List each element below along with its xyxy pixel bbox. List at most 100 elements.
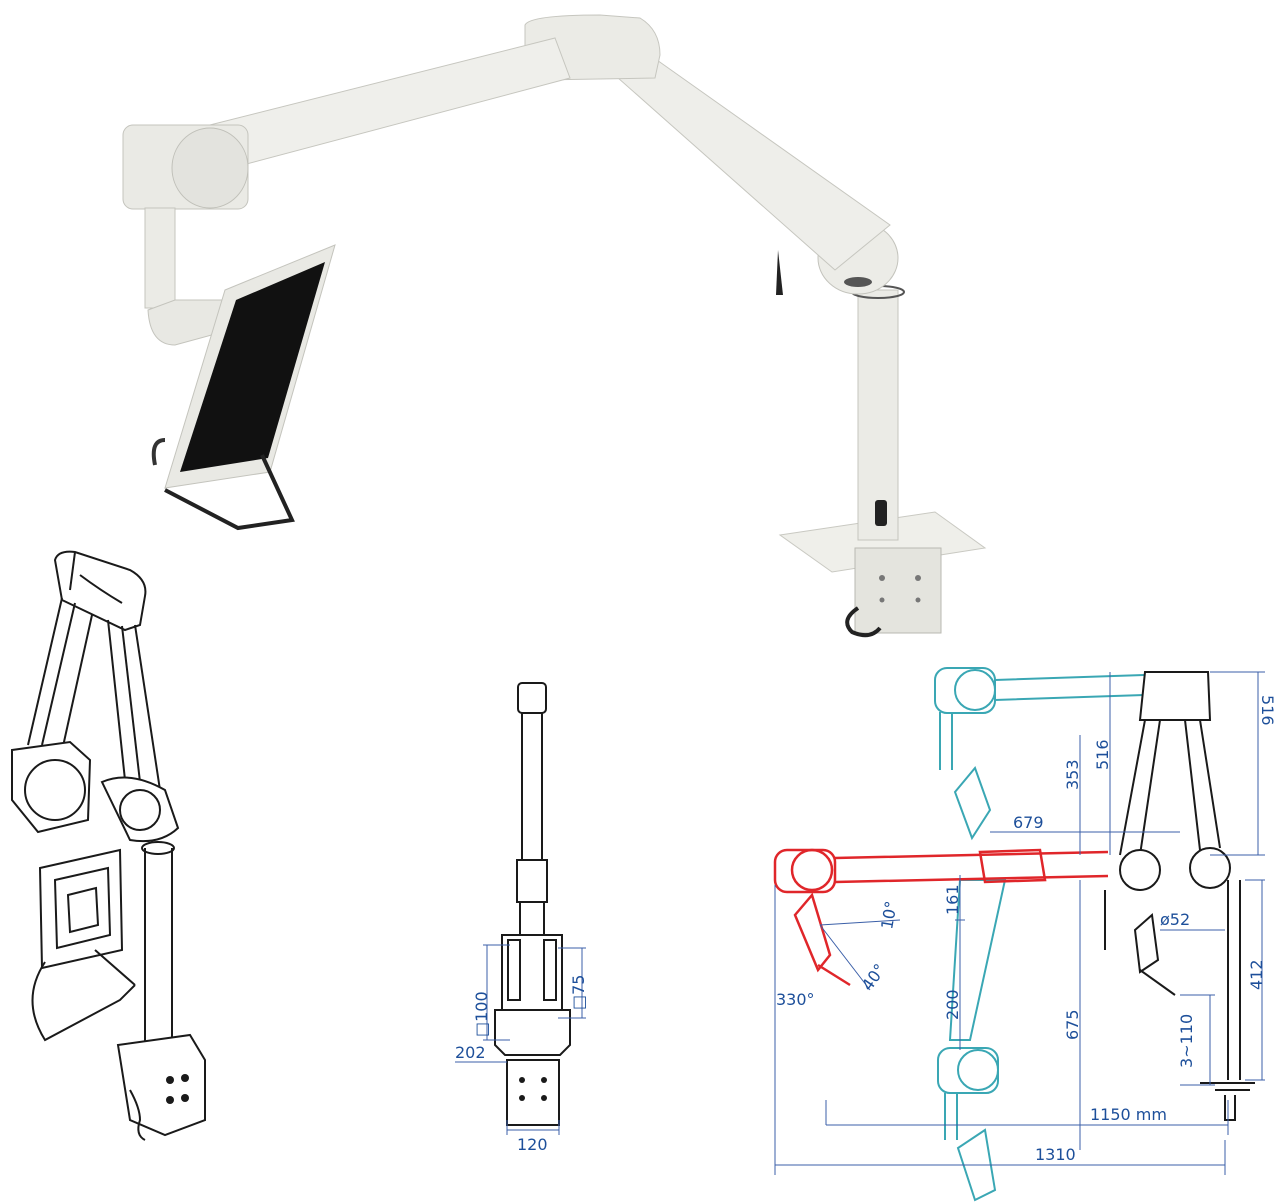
rear-arm [599, 47, 891, 271]
clamp-block [854, 547, 942, 634]
mid-handle [817, 963, 851, 987]
drop-post [144, 207, 176, 309]
clamp-bolt [915, 597, 921, 603]
side-dimension-lines [774, 671, 1265, 1175]
joint-knob [844, 277, 872, 287]
mid-head-disc [790, 848, 834, 892]
high-monitor [953, 766, 992, 841]
dim-3-110-line [1180, 994, 1215, 1086]
dim-412-line [1245, 879, 1265, 1081]
clamp [116, 1033, 206, 1137]
front-joint [516, 859, 548, 903]
front-clamp [506, 1059, 560, 1126]
monitor-handle [31, 949, 136, 1042]
dim-200: 200 [943, 989, 962, 1020]
middle-joint-disc [24, 759, 86, 821]
low-arm [948, 879, 1007, 1041]
fold-joint [1189, 847, 1231, 889]
clamp-screw [129, 1089, 146, 1141]
arm-rod [107, 619, 126, 781]
dim-353: 353 [1063, 759, 1082, 790]
top-cap [53, 550, 147, 632]
top-cap-edge [79, 574, 123, 604]
dim-516-right: 516 [1258, 695, 1276, 726]
arm-rod [134, 624, 161, 791]
arm-rod [121, 625, 141, 783]
position-mid [773, 848, 1109, 987]
dim-vesa75-line [558, 947, 586, 1019]
mid-arm [834, 850, 1109, 884]
fold-pole [1227, 880, 1241, 1080]
elbow-joint [100, 776, 180, 843]
front-view-drawing: □100 □75 202 120 [455, 682, 588, 1154]
fold-rods [1119, 719, 1221, 856]
fold-joint [1119, 849, 1161, 891]
monitor-arm-photo [122, 14, 987, 638]
high-arm [994, 674, 1146, 701]
fold-handle [1139, 969, 1176, 996]
dim-330-deg: 330° [776, 990, 815, 1009]
low-head-disc [957, 1049, 999, 1091]
clamp-bolt [879, 597, 885, 603]
dim-1150-line [825, 1100, 1229, 1135]
dim-412: 412 [1247, 959, 1266, 990]
low-post [944, 1093, 958, 1140]
dim-202: 202 [455, 1043, 486, 1062]
arm-rod [41, 602, 76, 746]
mid-monitor [793, 892, 832, 973]
low-monitor [956, 1128, 997, 1202]
monitor-screen [180, 262, 325, 472]
front-clamp-hole [541, 1095, 547, 1101]
head-cap [171, 127, 249, 209]
dim-1310: 1310 [1035, 1145, 1076, 1164]
dim-516: 516 [1093, 739, 1112, 770]
position-folded [1104, 671, 1255, 1121]
pole-slot [875, 500, 887, 526]
front-clamp-hole [519, 1095, 525, 1101]
dim-vesa100-line [483, 944, 510, 1041]
dim-vesa75: □75 [569, 975, 588, 1010]
dim-516-right-line [1210, 671, 1265, 856]
vesa-plate-inner [53, 866, 112, 950]
front-arm-rods [521, 713, 543, 860]
dim-1310-line [774, 885, 1226, 1175]
clamp-hole [181, 1094, 189, 1102]
pole [144, 848, 173, 1050]
side-view-drawing: 516 516 353 679 161 10° 40° 200 330° 675… [773, 667, 1276, 1202]
dim-679: 679 [1013, 813, 1044, 832]
arm-rod [27, 597, 63, 746]
front-top-cap [517, 682, 547, 714]
monitor-handle [164, 454, 295, 531]
handle-bracket [151, 438, 166, 466]
fold-desk [1200, 1082, 1255, 1091]
top-cap-edge [69, 551, 76, 591]
tension-lever [776, 250, 783, 295]
fold-clamp [1224, 1095, 1236, 1121]
vesa-plate-window [66, 886, 100, 934]
clamp-hole [181, 1074, 189, 1082]
high-post [939, 712, 953, 770]
clamp-bolt [915, 575, 921, 581]
high-head-disc [954, 669, 996, 711]
fold-top [1138, 671, 1212, 721]
dim-161: 161 [943, 884, 962, 915]
front-clamp-hole [519, 1077, 525, 1083]
fold-monitor [1133, 913, 1160, 974]
elbow-disc [119, 789, 161, 831]
arm-rod [59, 614, 93, 761]
dim-120-line [506, 1120, 560, 1135]
clamp-screw-handle [845, 606, 882, 638]
dim-120: 120 [517, 1135, 548, 1154]
middle-joint [11, 740, 92, 834]
dim-vesa100: □100 [472, 991, 491, 1037]
front-vesa-rail [507, 939, 521, 1001]
dim-3-110: 3~110 [1177, 1014, 1196, 1068]
mid-elbow [978, 848, 1047, 884]
clamp-hole [166, 1096, 174, 1104]
dim-40-deg: 40° [858, 960, 890, 994]
isometric-drawing [11, 550, 206, 1141]
dim-675: 675 [1063, 1009, 1082, 1040]
front-handle [494, 1009, 571, 1056]
dim-1150: 1150 mm [1090, 1105, 1167, 1124]
